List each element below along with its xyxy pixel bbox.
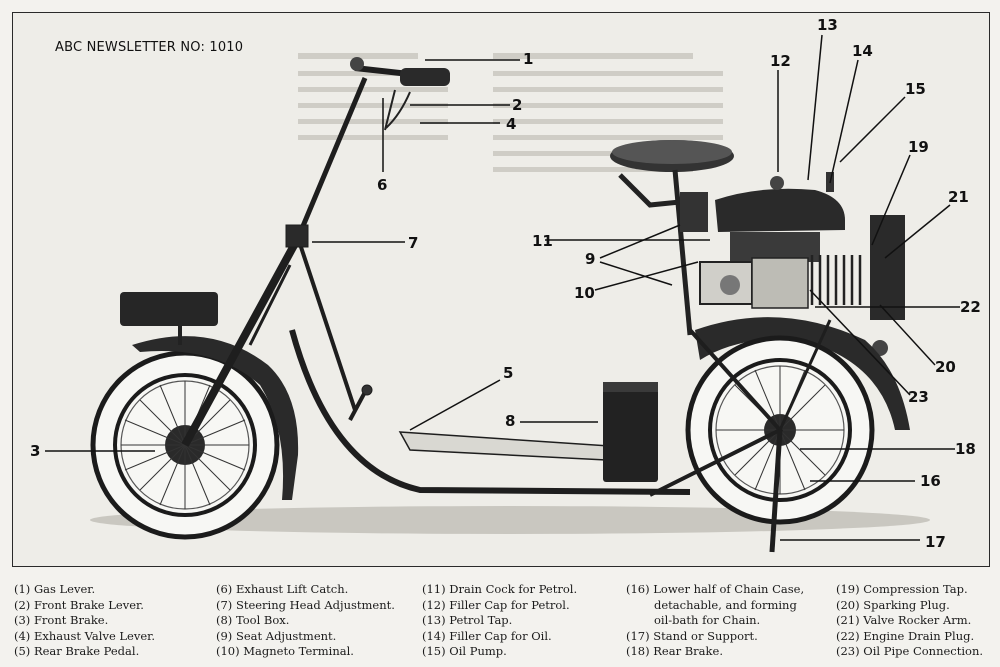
callout-12: 12 [770,52,791,70]
parts-legend: (1) Gas Lever. (2) Front Brake Lever. (3… [14,582,994,662]
legend-item: (5) Rear Brake Pedal. [14,644,140,659]
callout-15: 15 [905,80,926,98]
legend-item: detachable, and forming [654,597,797,612]
callout-11: 11 [532,232,553,250]
legend-item: (9) Seat Adjustment. [216,628,337,643]
engine [699,172,905,356]
legend-item: (16) Lower half of Chain Case, [626,582,805,596]
legend-item: (8) Tool Box. [216,613,290,628]
callout-14: 14 [852,42,873,60]
callout-5: 5 [503,364,514,382]
legend-item: (14) Filler Cap for Oil. [422,628,552,643]
callout-6: 6 [377,176,388,194]
callout-10: 10 [574,284,595,302]
legend-item: (10) Magneto Terminal. [216,644,354,659]
callout-18: 18 [955,440,976,458]
legend-item: (23) Oil Pipe Connection. [836,644,984,659]
faded-background-text [298,53,723,172]
legend-column-5: (19) Compression Tap. (20) Sparking Plug… [836,582,983,660]
front-mudguard [120,292,299,500]
legend-item: (3) Front Brake. [14,613,109,628]
legend-item: (22) Engine Drain Plug. [836,628,975,643]
callout-1: 1 [523,50,534,68]
legend-item: (7) Steering Head Adjustment. [216,597,395,612]
tool-box [603,382,658,482]
legend-item: oil-bath for Chain. [654,613,761,628]
callout-9: 9 [585,250,596,268]
leader-lines [45,34,960,541]
callout-13: 13 [817,16,838,34]
callout-17: 17 [925,533,946,551]
legend-item: (13) Petrol Tap. [422,613,513,628]
ground-shadow [90,506,930,534]
seat-post [610,140,734,336]
legend-column-2: (6) Exhaust Lift Catch. (7) Steering Hea… [216,582,395,660]
callout-22: 22 [960,298,981,316]
callout-23: 23 [908,388,929,406]
callout-2: 2 [512,96,523,114]
legend-item: (19) Compression Tap. [836,582,968,596]
legend-item: (20) Sparking Plug. [836,597,950,612]
frame-footboard [289,329,691,495]
legend-column-4: (16) Lower half of Chain Case, detachabl… [626,582,804,660]
callout-21: 21 [948,188,969,206]
callout-7: 7 [408,234,419,252]
legend-item: (12) Filler Cap for Petrol. [422,597,570,612]
legend-item: (15) Oil Pump. [422,644,507,659]
callout-19: 19 [908,138,929,156]
legend-item: (18) Rear Brake. [626,644,723,659]
legend-item: (6) Exhaust Lift Catch. [216,582,349,596]
legend-item: (11) Drain Cock for Petrol. [422,582,578,596]
callout-4: 4 [506,115,517,133]
newsletter-title: ABC NEWSLETTER NO: 1010 [55,40,244,55]
callout-3: 3 [30,442,41,460]
legend-item: (21) Valve Rocker Arm. [836,613,972,628]
legend-item: (1) Gas Lever. [14,582,96,596]
handlebar [350,57,450,131]
legend-item: (2) Front Brake Lever. [14,597,144,612]
legend-column-3: (11) Drain Cock for Petrol. (12) Filler … [422,582,577,660]
legend-item: (17) Stand or Support. [626,628,758,643]
rear-wheel [649,317,910,553]
callout-16: 16 [920,472,941,490]
steering-column [181,77,368,447]
legend-column-1: (1) Gas Lever. (2) Front Brake Lever. (3… [14,582,155,660]
callout-8: 8 [505,412,516,430]
callout-20: 20 [935,358,956,376]
legend-item: (4) Exhaust Valve Lever. [14,628,156,643]
